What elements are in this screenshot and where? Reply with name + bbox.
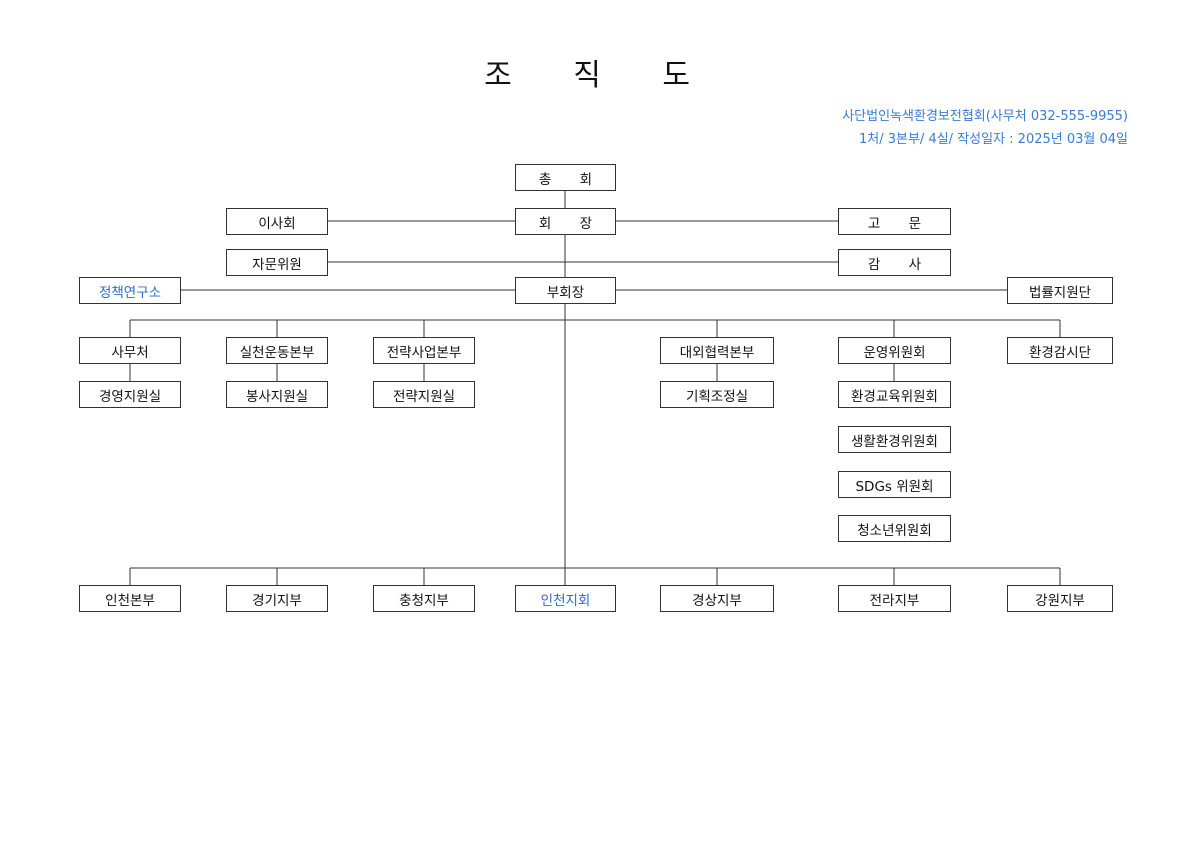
box-branch: 경상지부	[660, 585, 774, 612]
org-contact-line: 사단법인녹색환경보전협회(사무처 032-555-9955)	[842, 109, 1128, 124]
box-chairman: 회 장	[515, 208, 616, 235]
box-secretariat: 사무처	[79, 337, 181, 364]
summary-line: 1처/ 3본부/ 4실/ 작성일자 : 2025년 03월 04일	[859, 132, 1128, 147]
box-env-monitoring: 환경감시단	[1007, 337, 1113, 364]
box-branch: 충청지부	[373, 585, 475, 612]
box-branch: 강원지부	[1007, 585, 1113, 612]
box-legal-support: 법률지원단	[1007, 277, 1113, 304]
box-committee: 환경교육위원회	[838, 381, 951, 408]
box-committee: 청소년위원회	[838, 515, 951, 542]
box-advisory-board: 자문위원	[226, 249, 328, 276]
box-external-hq-sub: 기획조정실	[660, 381, 774, 408]
box-committee: 생활환경위원회	[838, 426, 951, 453]
page-title: 조 직 도	[484, 58, 716, 93]
box-general-assembly: 총 회	[515, 164, 616, 191]
box-practice-hq-sub: 봉사지원실	[226, 381, 328, 408]
box-advisor: 고 문	[838, 208, 951, 235]
box-external-hq: 대외협력본부	[660, 337, 774, 364]
box-branch: 인천본부	[79, 585, 181, 612]
box-auditor: 감 사	[838, 249, 951, 276]
box-committee: SDGs 위원회	[838, 471, 951, 498]
box-branch: 인천지회	[515, 585, 616, 612]
box-branch: 전라지부	[838, 585, 951, 612]
box-vice-chairman: 부회장	[515, 277, 616, 304]
box-operation-committee: 운영위원회	[838, 337, 951, 364]
box-branch: 경기지부	[226, 585, 328, 612]
box-board: 이사회	[226, 208, 328, 235]
box-strategy-hq: 전략사업본부	[373, 337, 475, 364]
box-strategy-hq-sub: 전략지원실	[373, 381, 475, 408]
box-practice-hq: 실천운동본부	[226, 337, 328, 364]
box-policy-institute: 정책연구소	[79, 277, 181, 304]
box-secretariat-sub: 경영지원실	[79, 381, 181, 408]
